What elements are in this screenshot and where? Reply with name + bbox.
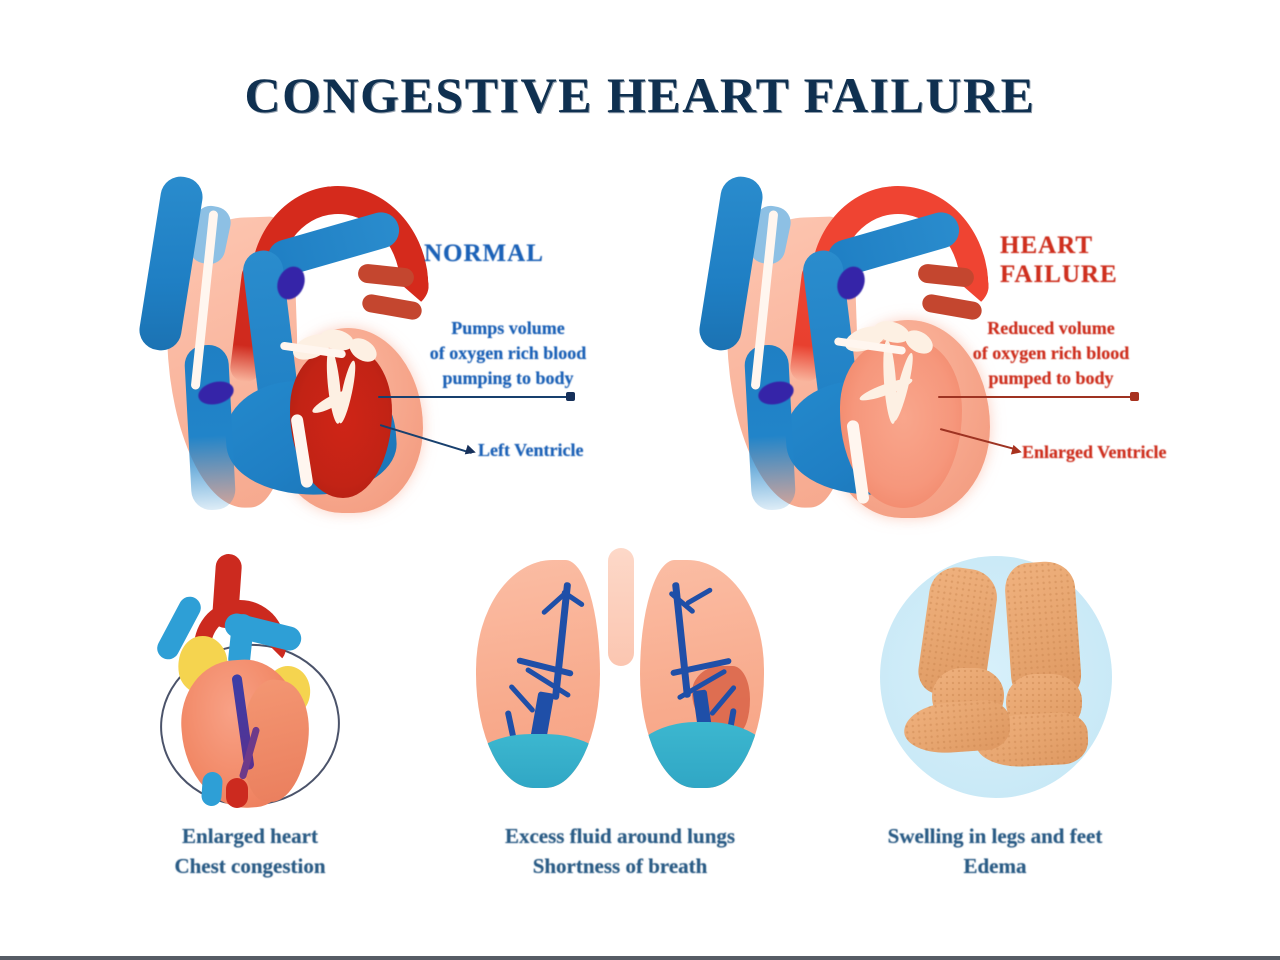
- failure-description-leader-line: [938, 396, 1136, 398]
- swollen-feet: [880, 556, 1112, 798]
- failure-description-line3: pumped to body: [988, 367, 1114, 388]
- bottom-border: [0, 956, 1280, 960]
- failure-description-leader-dot: [1130, 392, 1139, 401]
- normal-description-leader-line: [378, 396, 572, 398]
- failure-ventricle-callout: Enlarged Ventricle: [1022, 442, 1167, 462]
- inferior-vena-cava-failing: [743, 343, 797, 512]
- caption-enlarged-heart-line2: Chest congestion: [174, 853, 326, 878]
- normal-description-line1: Pumps volume: [451, 318, 565, 338]
- caption-pulmonary-edema-line1: Excess fluid around lungs: [504, 824, 736, 848]
- trachea: [608, 548, 634, 666]
- lungs-with-fluid: [470, 548, 770, 798]
- descending-aorta-whole: [226, 778, 248, 808]
- caption-pulmonary-edema-line2: Shortness of breath: [532, 853, 708, 878]
- inferior-vena-cava-normal: [183, 343, 237, 512]
- right-lung-lobe: [640, 560, 764, 788]
- failure-heading-line2: FAILURE: [1000, 260, 1118, 288]
- failure-description-line1: Reduced volume: [987, 318, 1115, 338]
- normal-description-line2: of oxygen rich blood: [429, 342, 587, 363]
- normal-ventricle-callout: Left Ventricle: [478, 440, 584, 460]
- failure-heading-line1: HEART: [1000, 232, 1094, 259]
- caption-pulmonary-edema: Excess fluid around lungs Shortness of b…: [440, 822, 800, 882]
- inferior-vena-cava-whole: [200, 771, 224, 807]
- caption-enlarged-heart: Enlarged heart Chest congestion: [100, 822, 400, 882]
- failing-heart-cross-section: [696, 170, 1000, 518]
- normal-ventricle-arrowhead: [464, 444, 478, 458]
- normal-heart-cross-section: [136, 170, 440, 515]
- pleural-fluid-right: [640, 722, 764, 788]
- caption-peripheral-edema-line2: Edema: [963, 853, 1027, 878]
- failure-heading: HEART FAILURE: [1000, 232, 1118, 290]
- anatomical-heart: [142, 548, 357, 815]
- caption-enlarged-heart-line1: Enlarged heart: [182, 824, 318, 848]
- caption-peripheral-edema-line1: Swelling in legs and feet: [887, 824, 1103, 848]
- normal-description-leader-dot: [566, 392, 575, 401]
- left-lung-lobe: [476, 560, 600, 788]
- normal-description-line3: pumping to body: [442, 367, 574, 388]
- pleural-fluid-left: [476, 734, 600, 788]
- failure-description-line2: of oxygen rich blood: [972, 342, 1130, 363]
- normal-description: Pumps volume of oxygen rich blood pumpin…: [418, 316, 598, 390]
- failure-description: Reduced volume of oxygen rich blood pump…: [958, 316, 1144, 390]
- normal-heading: NORMAL: [424, 240, 544, 267]
- page-title: CONGESTIVE HEART FAILURE: [244, 67, 1036, 123]
- caption-peripheral-edema: Swelling in legs and feet Edema: [840, 822, 1150, 882]
